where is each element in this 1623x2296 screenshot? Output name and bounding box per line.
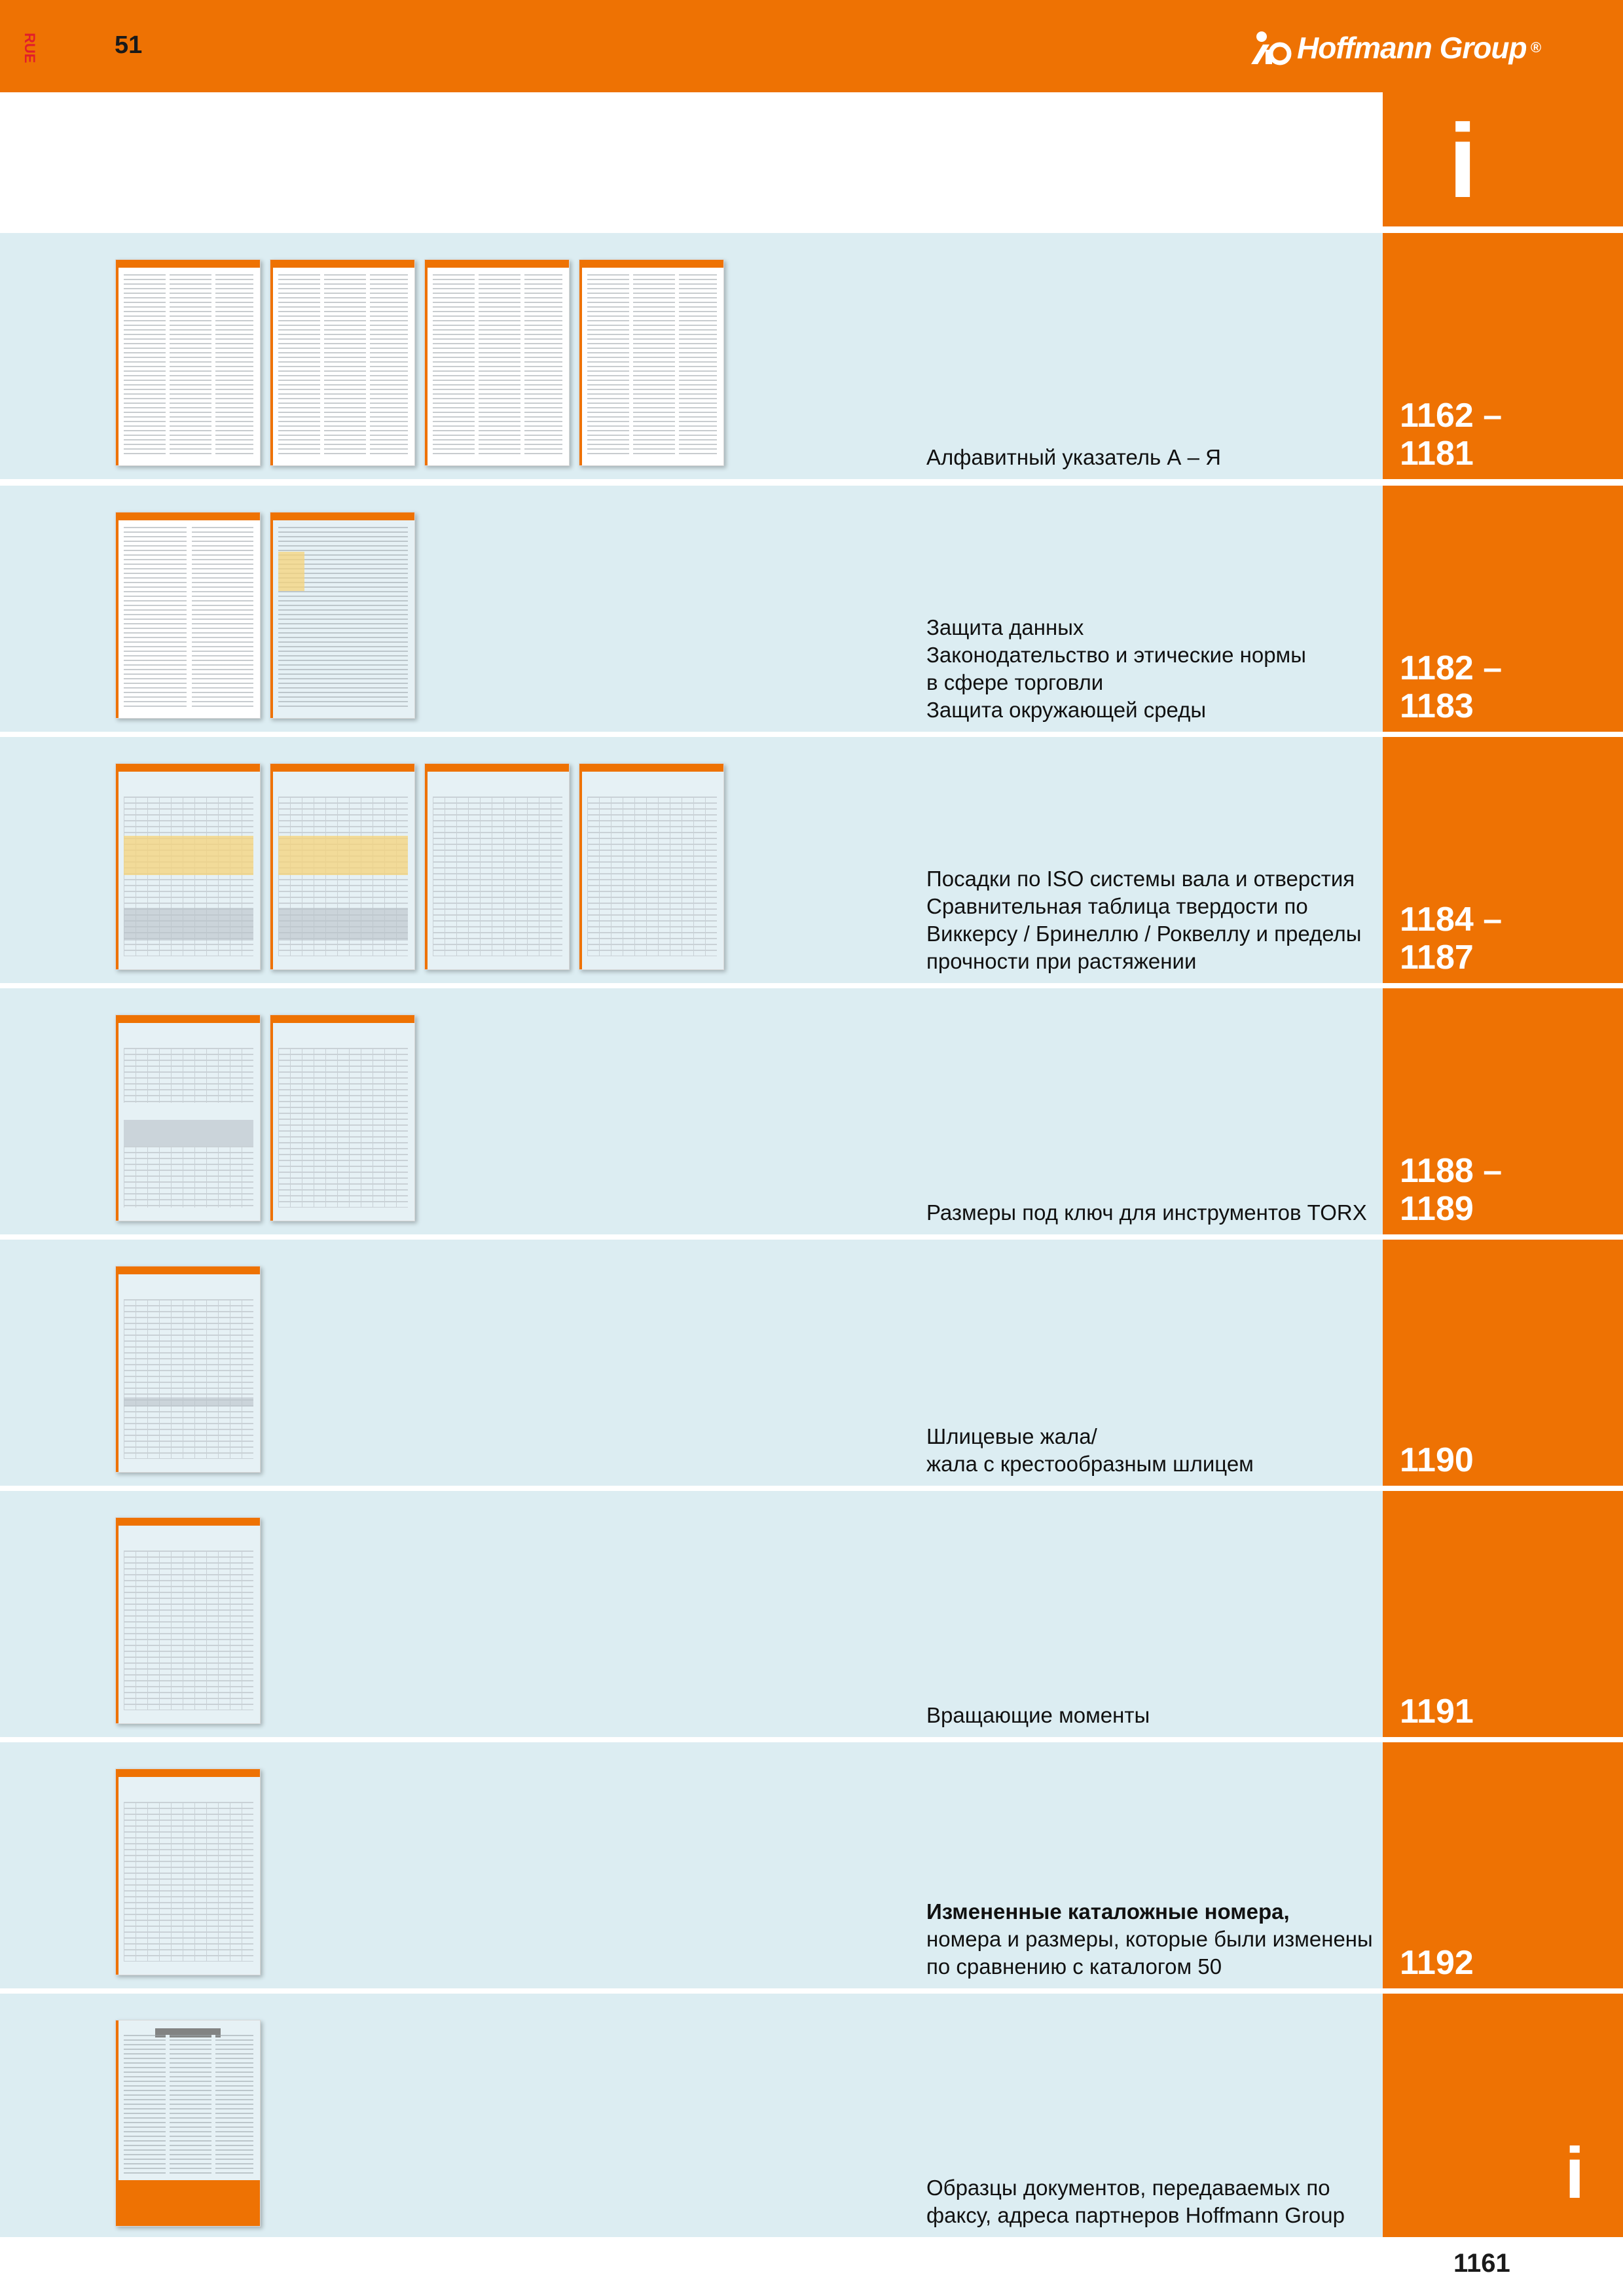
section-torx-sizes: Размеры под ключ для инструментов TORX bbox=[0, 988, 1383, 1234]
page-number: 1161 bbox=[1453, 2249, 1510, 2278]
thumbnail-row bbox=[115, 1517, 261, 1724]
page-number-box bbox=[1383, 2237, 1537, 2296]
thumbnail-row bbox=[115, 1768, 261, 1975]
page-thumbnail[interactable] bbox=[115, 512, 261, 719]
page-thumbnail[interactable] bbox=[424, 259, 570, 466]
page-range: 1162 – 1181 bbox=[1400, 397, 1503, 473]
page-thumbnail[interactable] bbox=[115, 1768, 261, 1975]
hoffmann-logo-icon bbox=[1251, 31, 1292, 65]
thumbnail-row bbox=[115, 1266, 261, 1473]
page-thumbnail[interactable] bbox=[115, 1266, 261, 1473]
section-title[interactable]: Шлицевые жала/ жала с крестообразным шли… bbox=[926, 1424, 1254, 1476]
section-title[interactable]: Защита данных Законодательство и этическ… bbox=[926, 615, 1306, 722]
info-tab-header: i bbox=[1383, 92, 1623, 226]
section-title[interactable]: Образцы документов, передаваемых по факс… bbox=[926, 2176, 1345, 2227]
info-icon: i bbox=[1448, 102, 1478, 219]
section-tab[interactable]: 1190 bbox=[1383, 1240, 1623, 1486]
catalog-number: 51 bbox=[115, 31, 143, 59]
section-tab[interactable]: 1182 – 1183 bbox=[1383, 486, 1623, 732]
section-tab[interactable]: 1191 bbox=[1383, 1491, 1623, 1737]
section-changed-numbers: Измененные каталожные номера, номера и р… bbox=[0, 1742, 1383, 1988]
top-bar: RUE 51 Hoffmann Group ® bbox=[0, 0, 1623, 92]
thumbnail-row bbox=[115, 763, 724, 970]
page-thumbnail[interactable] bbox=[115, 1517, 261, 1724]
page-thumbnail[interactable] bbox=[579, 763, 724, 970]
page-thumbnail[interactable] bbox=[270, 763, 415, 970]
page-range: 1182 – 1183 bbox=[1400, 649, 1503, 725]
thumbnail-row bbox=[115, 512, 415, 719]
page-thumbnail[interactable] bbox=[270, 259, 415, 466]
section-data-protection: Защита данных Законодательство и этическ… bbox=[0, 486, 1383, 732]
thumbnail-row bbox=[115, 2020, 261, 2227]
info-icon: i bbox=[1565, 2133, 1585, 2214]
page-range: 1190 bbox=[1400, 1441, 1474, 1479]
section-screwdriver-bits: Шлицевые жала/ жала с крестообразным шли… bbox=[0, 1240, 1383, 1486]
section-tab[interactable]: i bbox=[1383, 1994, 1623, 2237]
page-range: 1192 bbox=[1400, 1944, 1474, 1982]
section-tab[interactable]: 1184 – 1187 bbox=[1383, 737, 1623, 983]
section-title[interactable]: Размеры под ключ для инструментов TORX bbox=[926, 1200, 1367, 1225]
page-thumbnail[interactable] bbox=[115, 763, 261, 970]
thumbnail-row bbox=[115, 259, 724, 466]
page-range: 1191 bbox=[1400, 1693, 1474, 1731]
page-range: 1184 – 1187 bbox=[1400, 901, 1503, 977]
section-torques: Вращающие моменты bbox=[0, 1491, 1383, 1737]
section-title[interactable]: Измененные каталожные номера, номера и р… bbox=[926, 1899, 1373, 1979]
page-range: 1188 – 1189 bbox=[1400, 1152, 1503, 1228]
brand-registered-mark: ® bbox=[1530, 39, 1541, 56]
page-thumbnail[interactable] bbox=[424, 763, 570, 970]
section-tab[interactable]: 1188 – 1189 bbox=[1383, 988, 1623, 1234]
section-tab[interactable]: 1162 – 1181 bbox=[1383, 233, 1623, 479]
page-thumbnail[interactable] bbox=[270, 1014, 415, 1221]
section-title[interactable]: Посадки по ISO системы вала и отверстия … bbox=[926, 867, 1362, 973]
page-thumbnail[interactable] bbox=[579, 259, 724, 466]
brand-name: Hoffmann Group bbox=[1297, 31, 1527, 65]
brand-logo: Hoffmann Group ® bbox=[1247, 30, 1541, 65]
section-iso-fits: Посадки по ISO системы вала и отверстия … bbox=[0, 737, 1383, 983]
section-title[interactable]: Вращающие моменты bbox=[926, 1703, 1150, 1727]
section-title[interactable]: Алфавитный указатель А – Я bbox=[926, 445, 1221, 469]
page-thumbnail[interactable] bbox=[115, 1014, 261, 1221]
page-thumbnail[interactable] bbox=[115, 2020, 261, 2227]
thumbnail-row bbox=[115, 1014, 415, 1221]
section-fax-documents: Образцы документов, передаваемых по факс… bbox=[0, 1994, 1383, 2237]
section-alphabetical-index: Алфавитный указатель А – Я bbox=[0, 233, 1383, 479]
page-thumbnail[interactable] bbox=[270, 512, 415, 719]
page-thumbnail[interactable] bbox=[115, 259, 261, 466]
language-code: RUE bbox=[22, 33, 38, 63]
section-tab[interactable]: 1192 bbox=[1383, 1742, 1623, 1988]
